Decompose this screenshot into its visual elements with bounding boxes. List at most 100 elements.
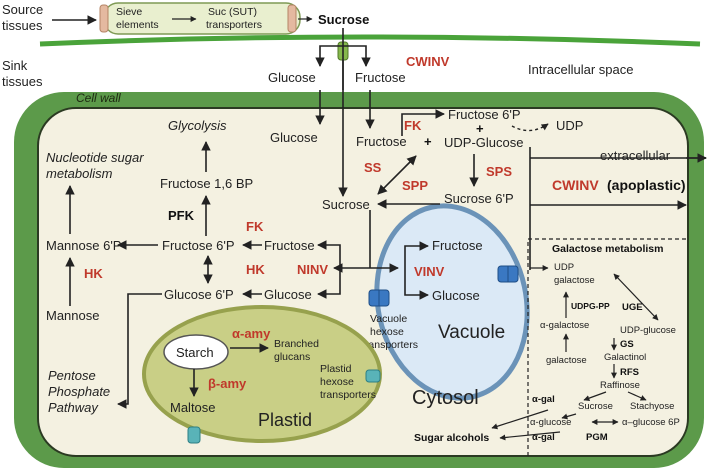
udp-glucose-label: UDP-Glucose bbox=[444, 135, 523, 150]
pgm-label: PGM bbox=[586, 432, 608, 443]
sieve-elements-label: Sieve bbox=[116, 6, 142, 18]
glucose-top-label: Glucose bbox=[270, 130, 318, 145]
plastid-transporters-label: Plastid bbox=[320, 363, 352, 375]
ninv-to-glucose-arrow bbox=[317, 268, 341, 299]
source-tissues-label: Source bbox=[2, 2, 43, 17]
fructose6p-left-label: Fructose 6'P bbox=[162, 238, 235, 253]
vinv-glucose-arrow bbox=[404, 270, 429, 300]
pfk-label: PFK bbox=[168, 208, 195, 223]
sieve-elements-label-2: elements bbox=[116, 19, 159, 31]
plastid-label: Plastid bbox=[258, 410, 312, 430]
alpha-glucose-to-sugar-alcohols-arrow bbox=[499, 431, 561, 441]
udpg-pp-label: UDPG-PP bbox=[571, 301, 610, 311]
plastid-transporters-label-3: transporters bbox=[320, 389, 376, 401]
nucleotide-sugar-label: Nucleotide sugar bbox=[46, 150, 144, 165]
pentose-label-2: Phosphate bbox=[48, 384, 110, 399]
cell-wall-label: Cell wall bbox=[76, 91, 121, 105]
alpha-glucose6p-label: α–glucose 6P bbox=[622, 417, 680, 428]
plus-mid-label: + bbox=[424, 134, 432, 149]
sucrose-top-label: Sucrose bbox=[318, 12, 369, 27]
udp-glucose-gal-label: UDP-glucose bbox=[620, 325, 676, 336]
glycolysis-label: Glycolysis bbox=[168, 118, 227, 133]
spp-label: SPP bbox=[402, 178, 428, 193]
stachyose-label: Stachyose bbox=[630, 401, 674, 412]
vacuole-fructose-label: Fructose bbox=[432, 238, 483, 253]
glucose-mid-label: Glucose bbox=[264, 287, 312, 302]
fructose6p-top-label: Fructose 6'P bbox=[448, 107, 521, 122]
raffinose-to-stachyose-arrow bbox=[627, 391, 647, 401]
branched-glucans-label-2: glucans bbox=[274, 351, 310, 363]
ninv-to-fructose-arrow bbox=[317, 240, 341, 268]
ss-label: SS bbox=[364, 160, 382, 175]
sps-label: SPS bbox=[486, 164, 512, 179]
source-tissues-label-2: tissues bbox=[2, 18, 43, 33]
sucrose-cyt-label: Sucrose bbox=[322, 197, 370, 212]
rfs-label: RFS bbox=[620, 367, 639, 378]
g6p-to-pentose-arrow bbox=[117, 293, 162, 409]
raffinose-to-sucrose-arrow bbox=[583, 391, 607, 401]
ss-reaction-arrow bbox=[377, 155, 417, 195]
vacuole bbox=[374, 203, 530, 401]
gs-label: GS bbox=[620, 339, 634, 350]
hk-mid-label: HK bbox=[246, 262, 265, 277]
alpha-gal-label-1: α-gal bbox=[532, 394, 555, 405]
plasma-membrane-top bbox=[39, 34, 701, 47]
alpha-amy-label: α-amy bbox=[232, 326, 271, 341]
uge-arrow bbox=[613, 273, 659, 321]
udp-galactose-label-2: galactose bbox=[554, 275, 595, 286]
alpha-gal-label-2: α-gal bbox=[532, 432, 555, 443]
galactose-label: galactose bbox=[546, 355, 587, 366]
hk-left-label: HK bbox=[84, 266, 103, 281]
beta-amy-label: β-amy bbox=[208, 376, 247, 391]
mannose-label: Mannose bbox=[46, 308, 99, 323]
glucose6p-label: Glucose 6'P bbox=[164, 287, 234, 302]
sieve-plate-left bbox=[99, 4, 109, 33]
vacuole-transporters-label-3: transporters bbox=[362, 339, 418, 351]
alpha-glucose-label: α-glucose bbox=[530, 417, 571, 428]
galactinol-label: Galactinol bbox=[604, 352, 646, 363]
sucrose-to-alpha-glucose-arrow bbox=[561, 413, 577, 420]
udp-label: UDP bbox=[556, 118, 583, 133]
sucrose-to-sugar-alcohols-arrow bbox=[491, 409, 549, 430]
fructose-mid-label: Fructose bbox=[264, 238, 315, 253]
vacuole-transporters-label-2: hexose bbox=[370, 326, 404, 338]
vinv-label: VINV bbox=[414, 264, 445, 279]
cwinv-apoplastic-label: CWINV bbox=[552, 177, 599, 193]
maltose-label: Maltose bbox=[170, 400, 216, 415]
plus-top-label: + bbox=[476, 121, 484, 136]
sucrose-gal-label: Sucrose bbox=[578, 401, 613, 412]
plastid-transporter-icon bbox=[365, 369, 381, 383]
plastid-transporters-label-2: hexose bbox=[320, 376, 354, 388]
galactose-metabolism-title: Galactose metabolism bbox=[552, 243, 663, 255]
fructose-top-label: Fructose bbox=[356, 134, 407, 149]
vacuole-label: Vacuole bbox=[438, 322, 505, 343]
sugar-alcohols-label: Sugar alcohols bbox=[414, 432, 489, 444]
fructose-extra-label: Fructose bbox=[355, 70, 406, 85]
split-right-arrow bbox=[343, 45, 371, 67]
starch-label: Starch bbox=[176, 345, 214, 360]
sieve-plate-right bbox=[287, 4, 297, 33]
cytosol-label: Cytosol bbox=[412, 387, 479, 409]
vacuole-transporters-label: Vacuole bbox=[370, 313, 407, 325]
intracellular-space-label: Intracellular space bbox=[528, 62, 634, 77]
cwinv-label: CWINV bbox=[406, 54, 450, 69]
fructose-16bp-label: Fructose 1,6 BP bbox=[160, 176, 253, 191]
suc-transporters-label: Suc (SUT) bbox=[208, 6, 257, 18]
alpha-galactose-label: α-galactose bbox=[540, 320, 589, 331]
sucrose6p-label: Sucrose 6'P bbox=[444, 191, 514, 206]
extracellular-label: extracellular bbox=[600, 148, 671, 163]
sink-tissues-label: Sink bbox=[2, 58, 28, 73]
udp-galactose-label: UDP bbox=[554, 262, 574, 273]
glucose-extra-label: Glucose bbox=[268, 70, 316, 85]
udp-release-arrow bbox=[511, 123, 549, 132]
split-left-arrow bbox=[315, 45, 343, 67]
pentose-label-3: Pathway bbox=[48, 400, 99, 415]
pentose-label: Pentose bbox=[48, 368, 96, 383]
vacuole-glucose-label: Glucose bbox=[432, 288, 480, 303]
plastid-transporter-icon-2 bbox=[187, 426, 201, 444]
fk-left-label: FK bbox=[246, 219, 264, 234]
ninv-label: NINV bbox=[297, 262, 328, 277]
vinv-fructose-arrow bbox=[404, 241, 429, 270]
branched-glucans-label: Branched bbox=[274, 338, 319, 350]
